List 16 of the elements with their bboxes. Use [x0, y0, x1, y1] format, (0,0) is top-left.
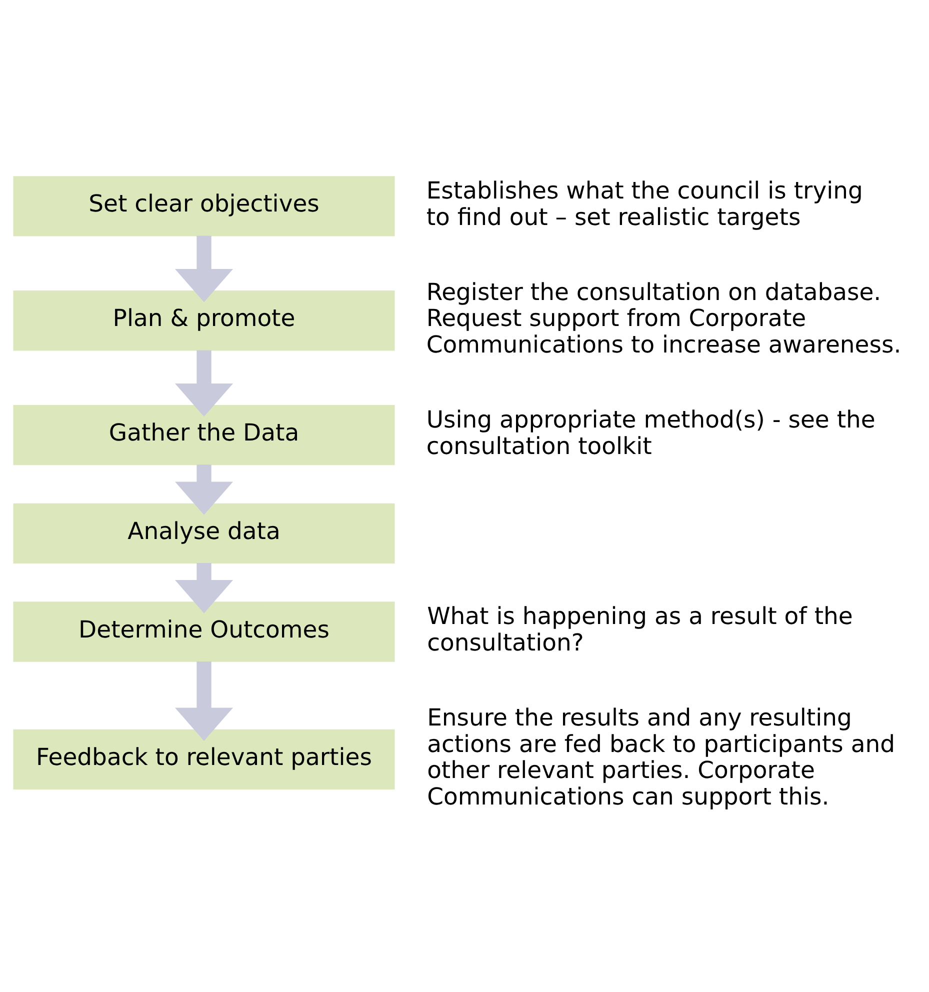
- arrow: [175, 563, 234, 614]
- node-box: Feedback to relevant parties: [13, 729, 395, 790]
- node-box: Analyse data: [13, 503, 395, 564]
- arrow: [175, 464, 234, 515]
- node-box: Gather the Data: [13, 405, 395, 466]
- arrow: [175, 662, 234, 741]
- node-box: Determine Outcomes: [13, 602, 395, 662]
- node-label: Register the consultation on database. Request support from Corporate Communications to increase awareness.: [426, 278, 902, 359]
- arrow: [175, 236, 234, 302]
- node-label: Ensure the results and any resulting actions are fed back to participants and other relevant parties. Corporate Communications can support this.: [427, 703, 895, 811]
- node-label: Establishes what the council is trying to find out – set realistic targets: [426, 176, 863, 231]
- node-label: Using appropriate method(s) - see the consultation toolkit: [426, 405, 876, 460]
- node-box: Plan & promote: [13, 290, 395, 351]
- node-label: What is happening as a result of the consultation?: [427, 602, 853, 657]
- node-box: Set clear objectives: [13, 176, 395, 236]
- arrow: [175, 350, 234, 417]
